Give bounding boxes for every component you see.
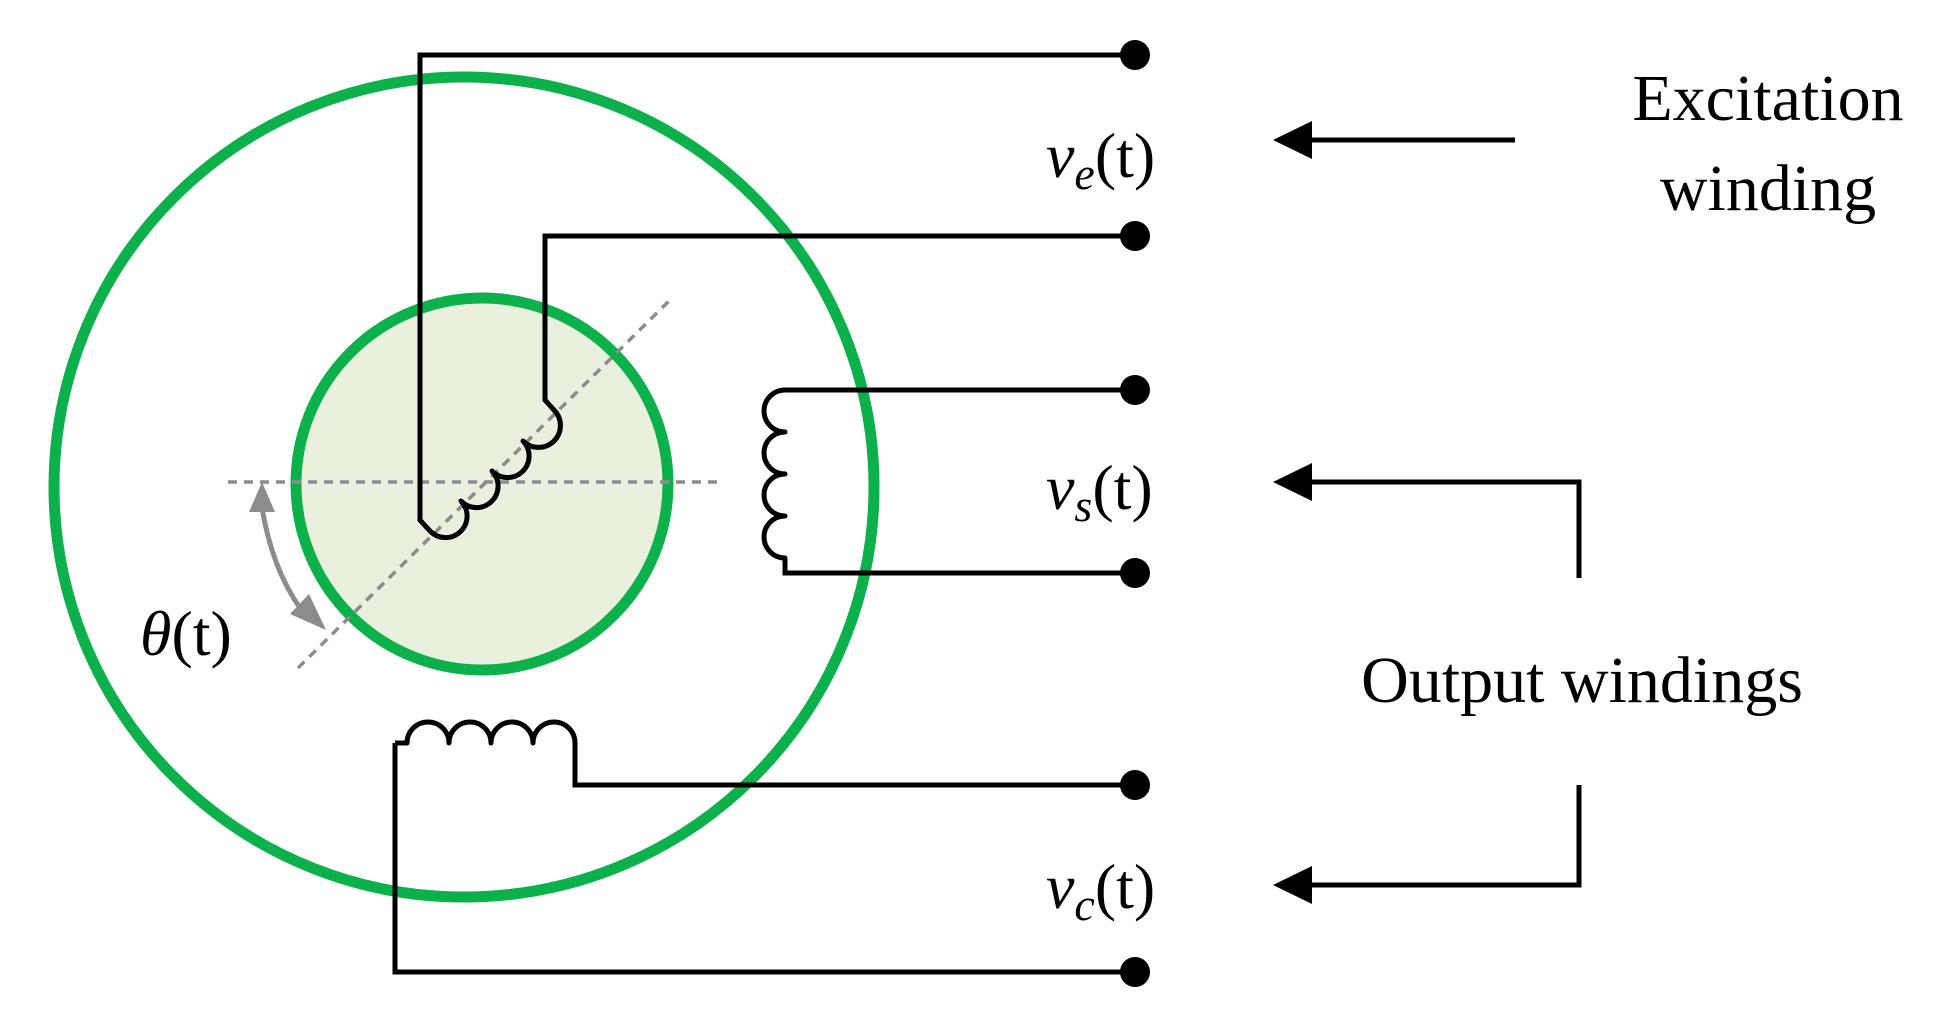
output-windings-label: Output windings [1361, 644, 1803, 717]
sine-voltage-label: vs(t) [1046, 452, 1153, 531]
excitation-winding-label-line2: winding [1660, 152, 1876, 225]
terminal-sine-top [1120, 375, 1150, 405]
terminal-sine-bottom [1120, 558, 1150, 588]
cosine-output-arrow [1273, 785, 1582, 904]
excitation-voltage-label: ve(t) [1046, 120, 1155, 199]
cosine-voltage-label: vc(t) [1046, 851, 1155, 930]
excitation-winding-label-line1: Excitation [1632, 62, 1903, 135]
angle-arrow [249, 482, 326, 630]
rotor-angle-label: θ(t) [140, 598, 232, 669]
terminal-cosine-bottom [1120, 957, 1150, 987]
terminal-cosine-top [1120, 770, 1150, 800]
sine-output-winding [761, 387, 1133, 576]
excitation-arrow [1273, 121, 1515, 159]
terminal-excitation-top [1120, 40, 1150, 70]
rotor-axis [296, 296, 674, 670]
stator-ring [48, 71, 880, 903]
cosine-output-winding [392, 719, 1133, 975]
sine-output-arrow [1273, 463, 1582, 578]
terminal-excitation-bottom [1120, 221, 1150, 251]
excitation-winding [417, 52, 1133, 541]
